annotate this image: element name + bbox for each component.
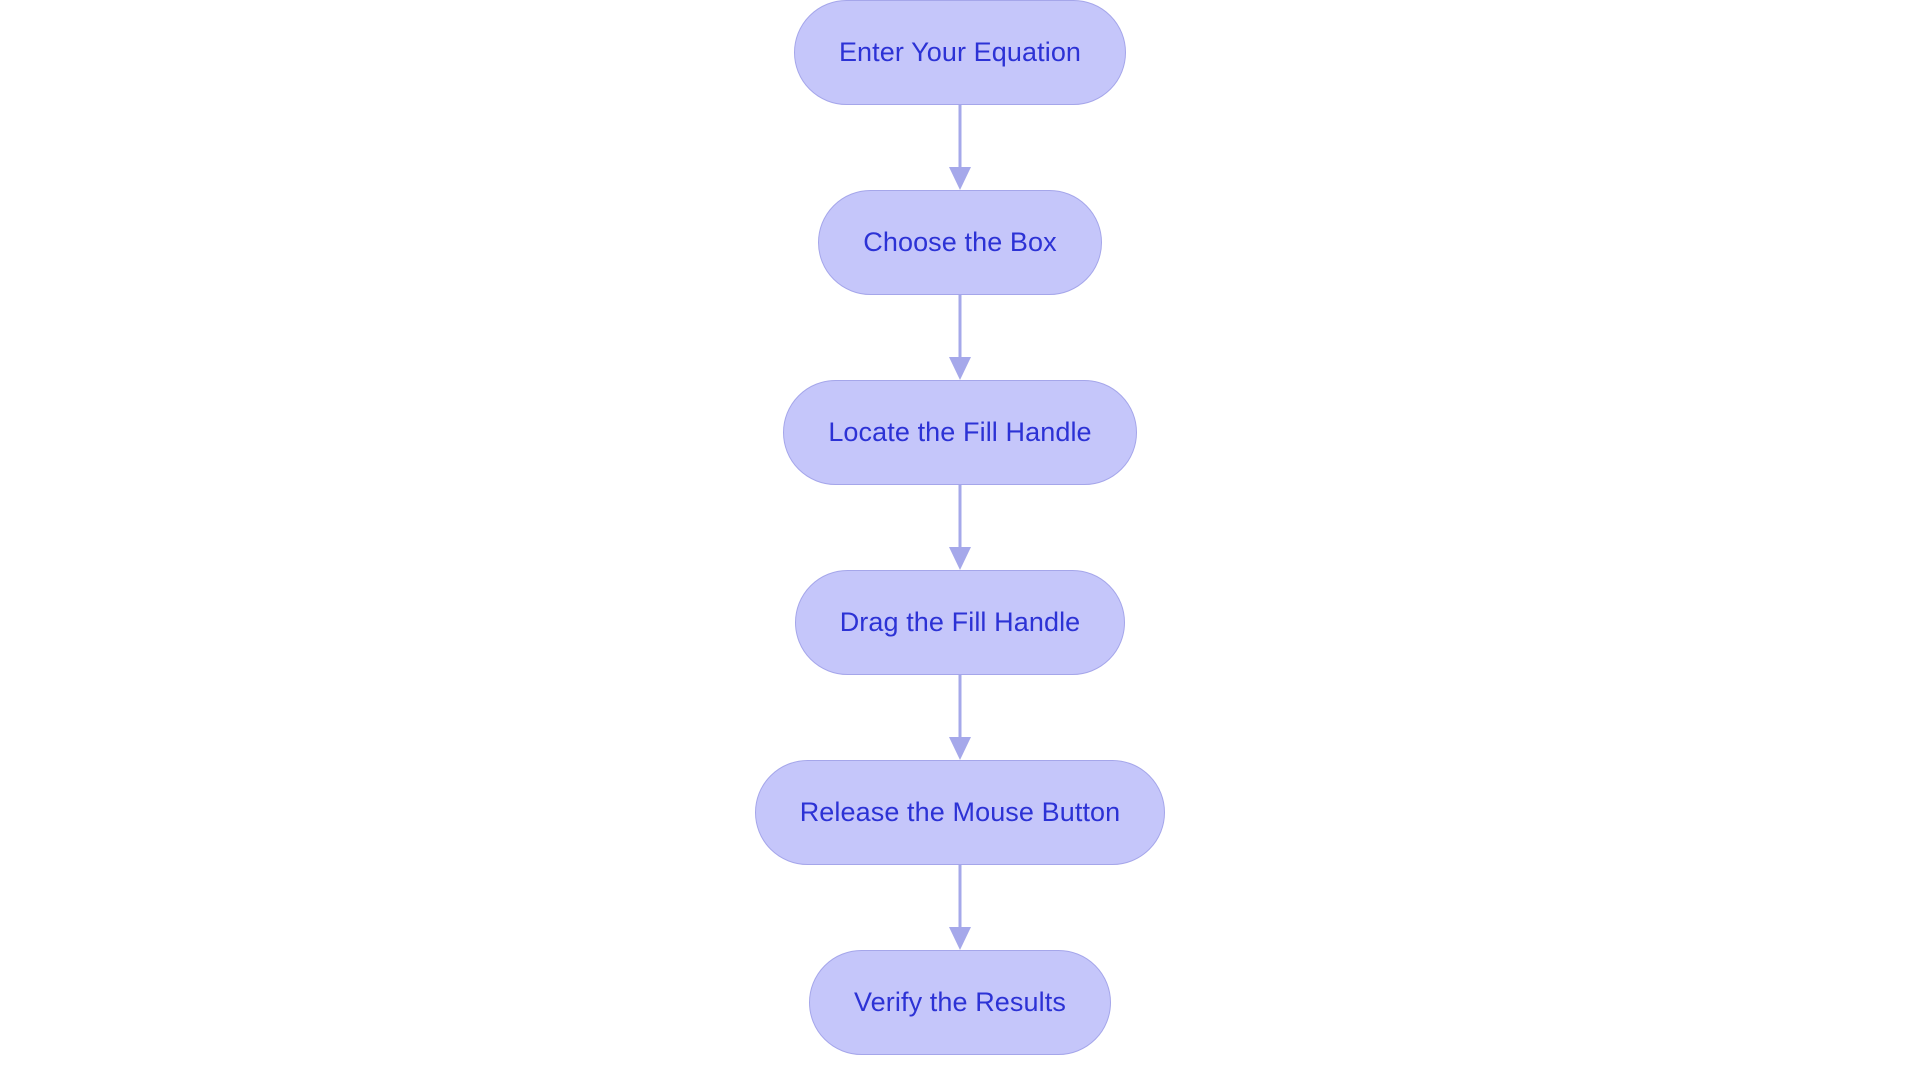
flow-node-choose-the-box[interactable]: Choose the Box (818, 190, 1102, 295)
connector-arrowhead (949, 167, 971, 190)
flow-node-release-the-mouse-button[interactable]: Release the Mouse Button (754, 760, 1166, 865)
flow-node-label: Locate the Fill Handle (828, 417, 1092, 447)
arrow-down-icon (947, 485, 973, 570)
flow-node-verify-the-results[interactable]: Verify the Results (809, 950, 1111, 1055)
arrow-down-icon (947, 105, 973, 190)
arrow-down-icon (947, 295, 973, 380)
arrow-down-icon (947, 675, 973, 760)
connector-line (958, 485, 962, 549)
connector-arrowhead (949, 927, 971, 950)
flow-node-label: Enter Your Equation (838, 37, 1082, 67)
connector-line (958, 105, 962, 169)
flow-node-drag-the-fill-handle[interactable]: Drag the Fill Handle (794, 570, 1126, 675)
connector-arrowhead (949, 737, 971, 760)
arrow-down-icon (947, 865, 973, 950)
connector-line (958, 295, 962, 359)
connector-arrowhead (949, 547, 971, 570)
flow-node-locate-the-fill-handle[interactable]: Locate the Fill Handle (783, 380, 1137, 485)
flow-node-enter-your-equation[interactable]: Enter Your Equation (793, 0, 1127, 105)
flow-node-label: Release the Mouse Button (799, 797, 1121, 827)
flow-node-label: Verify the Results (854, 987, 1066, 1017)
connector-line (958, 675, 962, 739)
connector-arrowhead (949, 357, 971, 380)
connector-line (958, 865, 962, 929)
flow-node-label: Choose the Box (863, 227, 1057, 257)
flow-node-label: Drag the Fill Handle (839, 607, 1081, 637)
